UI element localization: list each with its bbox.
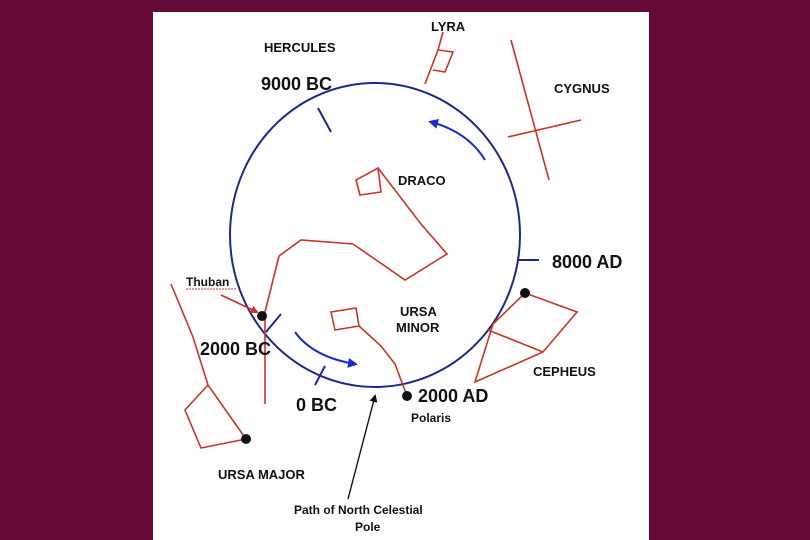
label-hercules: HERCULES [264,40,336,55]
label-2000ad: 2000 AD [418,386,488,406]
direction-arrow-top [428,119,486,161]
tick-0bc [314,365,326,386]
label-9000bc: 9000 BC [261,74,332,94]
label-0bc: 0 BC [296,395,337,415]
label-ursa-major: URSA MAJOR [218,467,306,482]
ursa-major-figure [170,283,248,449]
draco-figure [264,166,449,404]
cepheus-star [520,288,530,298]
annotation-line-1: Path of North Celestial [294,503,423,517]
tick-2000bc [265,313,282,333]
thuban-star [257,311,267,321]
label-thuban: Thuban [186,275,229,289]
precession-diagram: HERCULES LYRA CYGNUS DRACO URSA MINOR CE… [170,19,622,534]
polaris-star [402,391,412,401]
diagram-panel: HERCULES LYRA CYGNUS DRACO URSA MINOR CE… [153,12,649,540]
label-lyra: LYRA [431,19,466,34]
label-ursa-minor-2: MINOR [396,320,440,335]
thuban-pointer [220,294,259,314]
label-polaris: Polaris [411,411,451,425]
label-ursa-minor-1: URSA [400,304,437,319]
label-2000bc: 2000 BC [200,339,271,359]
tick-9000bc [317,107,332,133]
label-cepheus: CEPHEUS [533,364,596,379]
cepheus-figure [473,292,579,384]
direction-arrow-bottom [294,331,358,368]
lyra-figure [424,31,455,85]
label-cygnus: CYGNUS [554,81,610,96]
cygnus-figure [507,39,582,181]
label-8000ad: 8000 AD [552,252,622,272]
precession-circle [229,82,521,388]
ursa-major-star [241,434,251,444]
annotation-line-2: Pole [355,520,381,534]
north-pole-pointer [347,394,378,500]
label-draco: DRACO [398,173,446,188]
ursa-minor-figure [330,307,408,397]
